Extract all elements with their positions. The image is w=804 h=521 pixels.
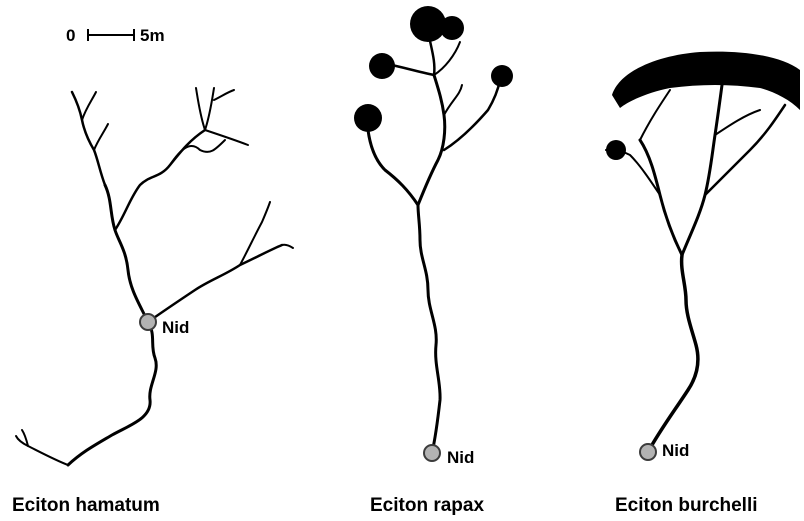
hamatum-left-arm-fork2 xyxy=(94,124,108,150)
burchelli-raid-front-swarm xyxy=(612,52,800,110)
hamatum-trunk-upper xyxy=(105,185,148,322)
hamatum-upper-loop xyxy=(170,140,225,165)
burchelli-nest-label: Nid xyxy=(662,441,689,460)
burchelli-trunk xyxy=(648,255,698,452)
hamatum-upper-fork-a xyxy=(196,88,205,130)
rapax-right-swarm xyxy=(491,65,513,87)
hamatum-right-arm-fork xyxy=(240,202,270,265)
rapax-mid-loop xyxy=(444,85,462,115)
burchelli-left-upper-branch xyxy=(640,90,670,140)
burchelli-left-swarm xyxy=(606,140,626,160)
rapax-nest-marker xyxy=(424,445,440,461)
hamatum-upper-fork-b xyxy=(205,88,214,130)
scale-bar-start-label: 0 xyxy=(66,26,75,45)
panel-eciton-burchelli: Nid Eciton burchelli xyxy=(606,52,800,516)
panel-eciton-rapax: Nid Eciton rapax xyxy=(354,6,513,516)
rapax-upper-left-branch xyxy=(392,65,434,75)
rapax-top-swarm xyxy=(410,6,446,42)
burchelli-nest-marker xyxy=(640,444,656,460)
rapax-upper-right-branch xyxy=(434,42,460,75)
hamatum-nest-label: Nid xyxy=(162,318,189,337)
hamatum-right-arm xyxy=(148,245,282,322)
rapax-left-swarm xyxy=(354,104,382,132)
burchelli-trail-network xyxy=(606,85,785,452)
burchelli-left-branch xyxy=(640,140,682,255)
hamatum-upper-fork-d xyxy=(205,130,248,145)
rapax-right-branch xyxy=(444,80,500,150)
panel-eciton-hamatum: Nid Eciton hamatum xyxy=(12,88,293,516)
rapax-center-branch xyxy=(418,75,445,205)
hamatum-right-arm-tip xyxy=(282,245,293,248)
rapax-left-branch xyxy=(368,130,418,205)
rapax-nest-label: Nid xyxy=(447,448,474,467)
hamatum-trail-network xyxy=(16,88,293,465)
hamatum-species-label: Eciton hamatum xyxy=(12,495,160,516)
hamatum-upper-fork-c xyxy=(214,90,234,100)
burchelli-mid-branch xyxy=(715,110,760,135)
rapax-trail-network xyxy=(368,30,500,453)
rapax-trunk xyxy=(418,205,440,453)
scale-bar-end-label: 5m xyxy=(140,26,165,45)
hamatum-left-arm-fork xyxy=(82,92,96,120)
rapax-species-label: Eciton rapax xyxy=(370,495,484,516)
rapax-top-right-swarm xyxy=(440,16,464,40)
burchelli-species-label: Eciton burchelli xyxy=(615,495,758,516)
hamatum-branch-bottom-left xyxy=(16,436,68,465)
hamatum-nest-marker xyxy=(140,314,156,330)
hamatum-trunk-lower xyxy=(68,322,156,465)
rapax-upper-left-swarm xyxy=(369,53,395,79)
burchelli-center-branch xyxy=(682,85,722,255)
scale-bar: 0 5m xyxy=(66,26,165,45)
